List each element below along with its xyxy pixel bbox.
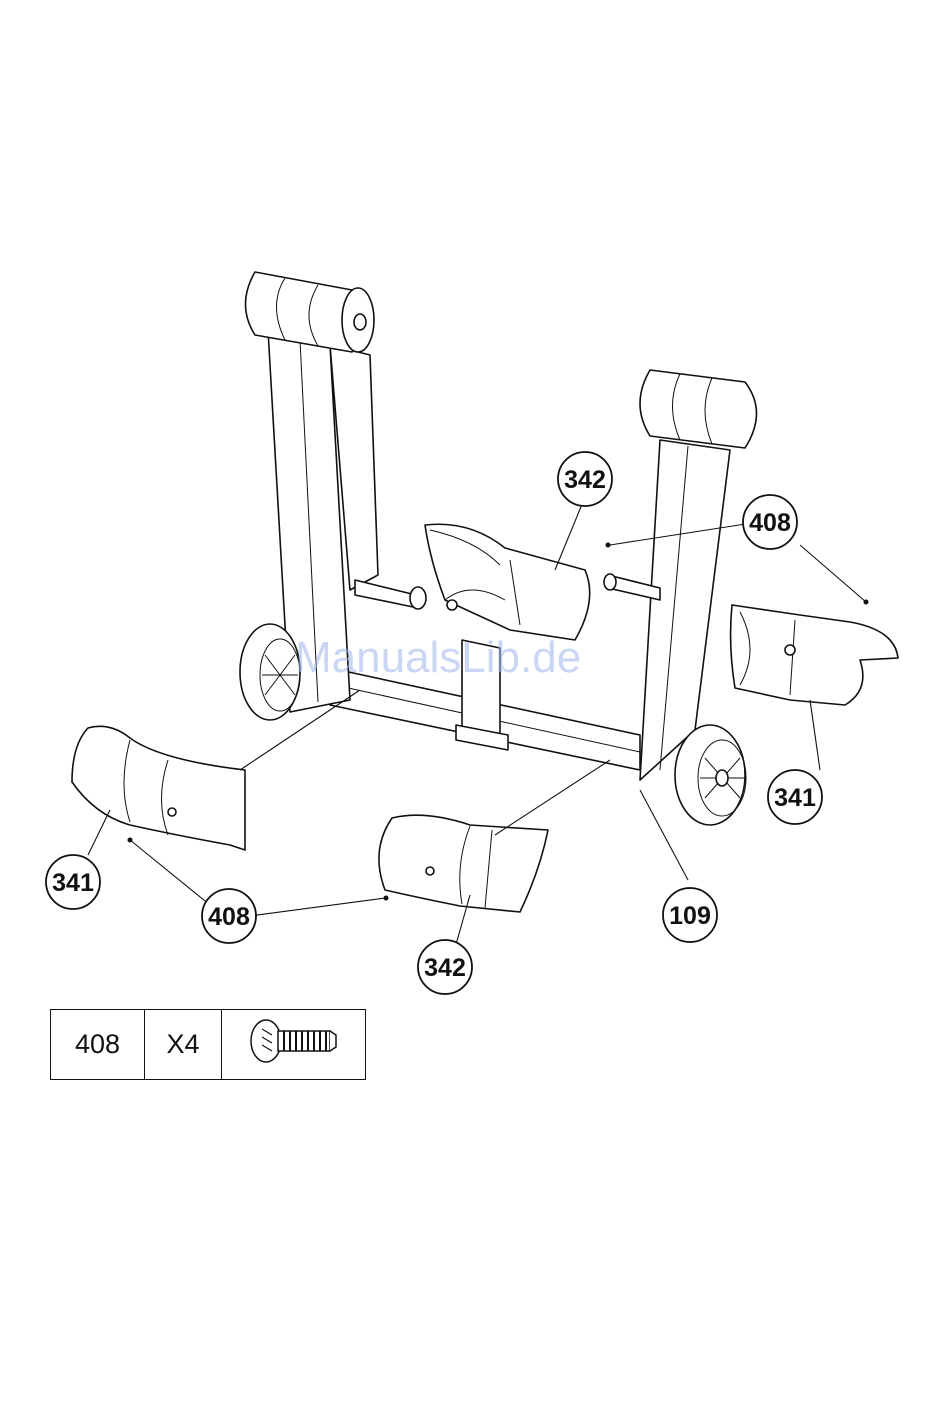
shroud-342-bottom [379, 815, 548, 912]
callout-label: 341 [774, 784, 816, 812]
callout-label: 408 [749, 509, 791, 537]
callout-341-left: 341 [46, 855, 100, 909]
shroud-341-right [731, 605, 898, 705]
callout-342-bottom: 342 [418, 940, 472, 994]
callout-label: 342 [424, 954, 466, 982]
shroud-341-left [72, 726, 245, 850]
hardware-table: 408 X4 [50, 1009, 366, 1080]
hardware-part-number: 408 [51, 1010, 145, 1080]
callout-408-left: 408 [202, 889, 256, 943]
hardware-image-cell [222, 1010, 366, 1080]
callout-408-top: 408 [743, 495, 797, 549]
callout-label: 342 [564, 466, 606, 494]
callout-341-right: 341 [768, 770, 822, 824]
hardware-quantity: X4 [145, 1010, 222, 1080]
callout-label: 408 [208, 903, 250, 931]
callout-label: 341 [52, 869, 94, 897]
shroud-342-top [425, 524, 590, 640]
callout-342-top: 342 [558, 452, 612, 506]
callout-109: 109 [663, 888, 717, 942]
bolt-icon [234, 1013, 354, 1069]
callout-label: 109 [669, 902, 711, 930]
table-row: 408 X4 [51, 1010, 366, 1080]
watermark-text: ManualsLib.de [295, 633, 581, 682]
